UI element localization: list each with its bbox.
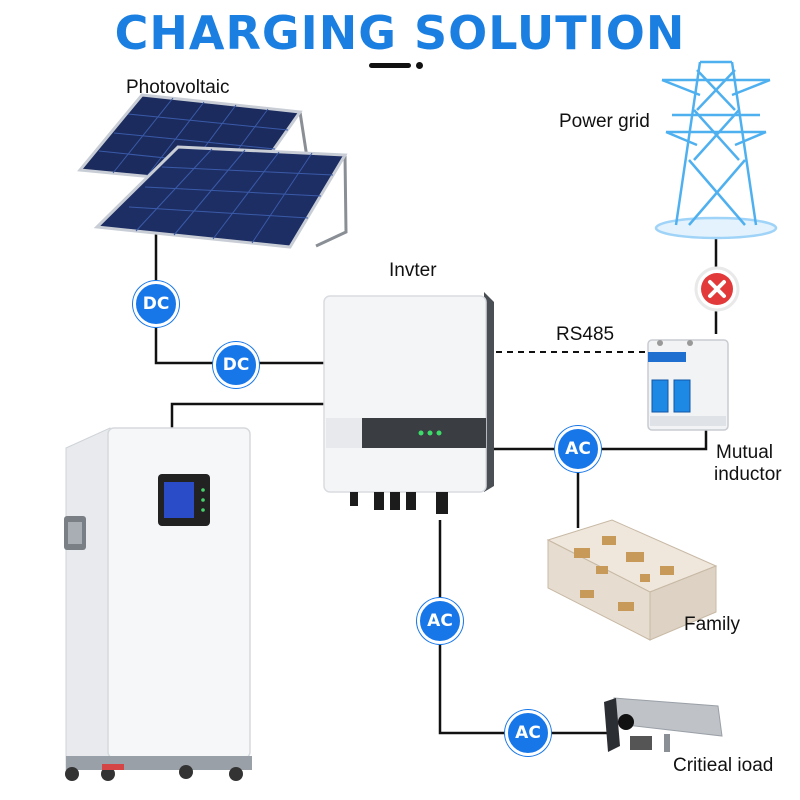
family-home-image [546,519,718,641]
line-solar-to-inverter [154,230,326,365]
battery-cabinet-image [64,427,252,781]
connection-lines [154,230,718,735]
label-inverter: Invter [389,260,437,281]
power-tower-image [654,60,778,240]
line-battery-to-inverter [170,402,326,430]
label-family: Family [684,614,740,635]
badge-dc-solar: DC [133,281,179,327]
inverter-image [323,292,494,514]
badge-dc-inverter: DC [213,342,259,388]
label-power-grid: Power grid [559,111,650,132]
title-underline [369,63,411,68]
label-critical-load: Critieal ioad [673,755,774,776]
line-inverter-down [438,520,608,735]
badge-ac-breaker: AC [555,426,601,472]
badge-ac-load: AC [505,710,551,756]
circuit-breaker-image [647,339,729,431]
title-dot [416,62,423,69]
disconnect-icon [694,266,740,312]
page-title: CHARGING SOLUTION [114,6,686,60]
badge-ac-down: AC [417,598,463,644]
camera-image [604,697,723,752]
label-photovoltaic: Photovoltaic [126,77,230,98]
solar-panels-image [77,93,348,249]
label-mutual-inductor-line2: inductor [714,464,782,485]
label-mutual-inductor-line1: Mutual [716,442,774,463]
label-rs485: RS485 [556,324,615,345]
